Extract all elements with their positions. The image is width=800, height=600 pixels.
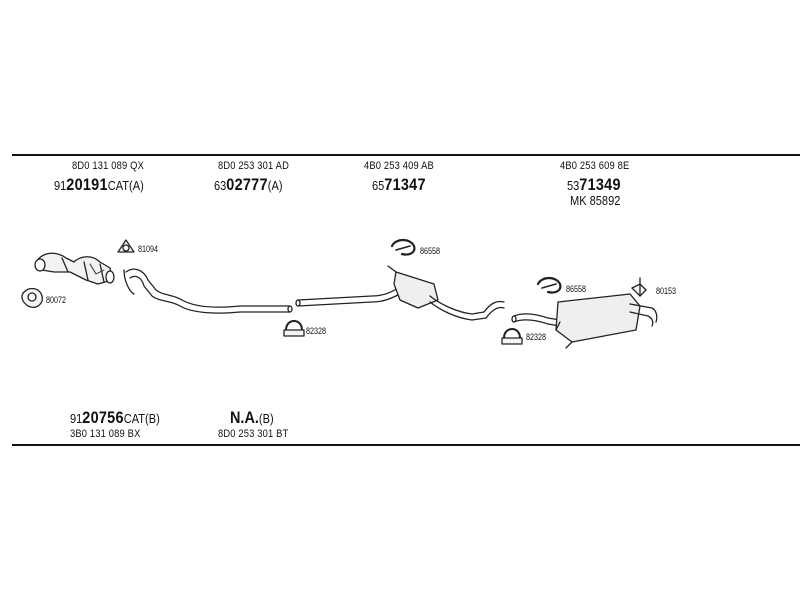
catalytic-converter-part xyxy=(34,252,115,285)
mounting-kit-number: MK 85892 xyxy=(570,193,621,208)
part-callout: 82328 xyxy=(306,326,327,336)
part-callout: 86558 xyxy=(566,284,587,294)
part-callout: 81094 xyxy=(138,244,159,254)
oem-number: 4B0 253 609 8E xyxy=(560,160,630,172)
part-number: 6571347 xyxy=(372,175,426,194)
top-divider xyxy=(12,154,800,156)
bottom-divider xyxy=(12,444,800,446)
rear-silencer-part xyxy=(511,293,658,349)
hanger-86558-part xyxy=(390,238,416,256)
gasket-81094-part xyxy=(117,239,135,253)
clamp-82328-part xyxy=(283,320,305,337)
part-callout: 82328 xyxy=(526,332,547,342)
part-number: 6302777(A) xyxy=(214,175,283,194)
part-number: 5371349 xyxy=(567,175,621,194)
oem-number: 4B0 253 409 AB xyxy=(364,160,434,172)
oem-number: 8D0 253 301 BT xyxy=(218,428,289,440)
part-callout: 80072 xyxy=(46,295,67,305)
oem-number: 3B0 131 089 BX xyxy=(70,428,141,440)
hanger-86558-rear-part xyxy=(536,276,562,294)
front-pipe-part xyxy=(123,268,293,314)
clamp-82328-rear-part xyxy=(501,328,523,345)
part-number: 9120756CAT(B) xyxy=(70,408,160,427)
part-callout: 86558 xyxy=(420,246,441,256)
center-silencer-part xyxy=(295,265,505,321)
gasket-80072-part xyxy=(21,287,43,308)
part-number: N.A.(B) xyxy=(230,408,274,427)
oem-number: 8D0 253 301 AD xyxy=(218,160,290,172)
oem-number: 8D0 131 089 QX xyxy=(72,160,145,172)
part-number: 9120191CAT(A) xyxy=(54,175,144,194)
bracket-80153-part xyxy=(631,277,647,297)
part-callout: 80153 xyxy=(656,286,677,296)
